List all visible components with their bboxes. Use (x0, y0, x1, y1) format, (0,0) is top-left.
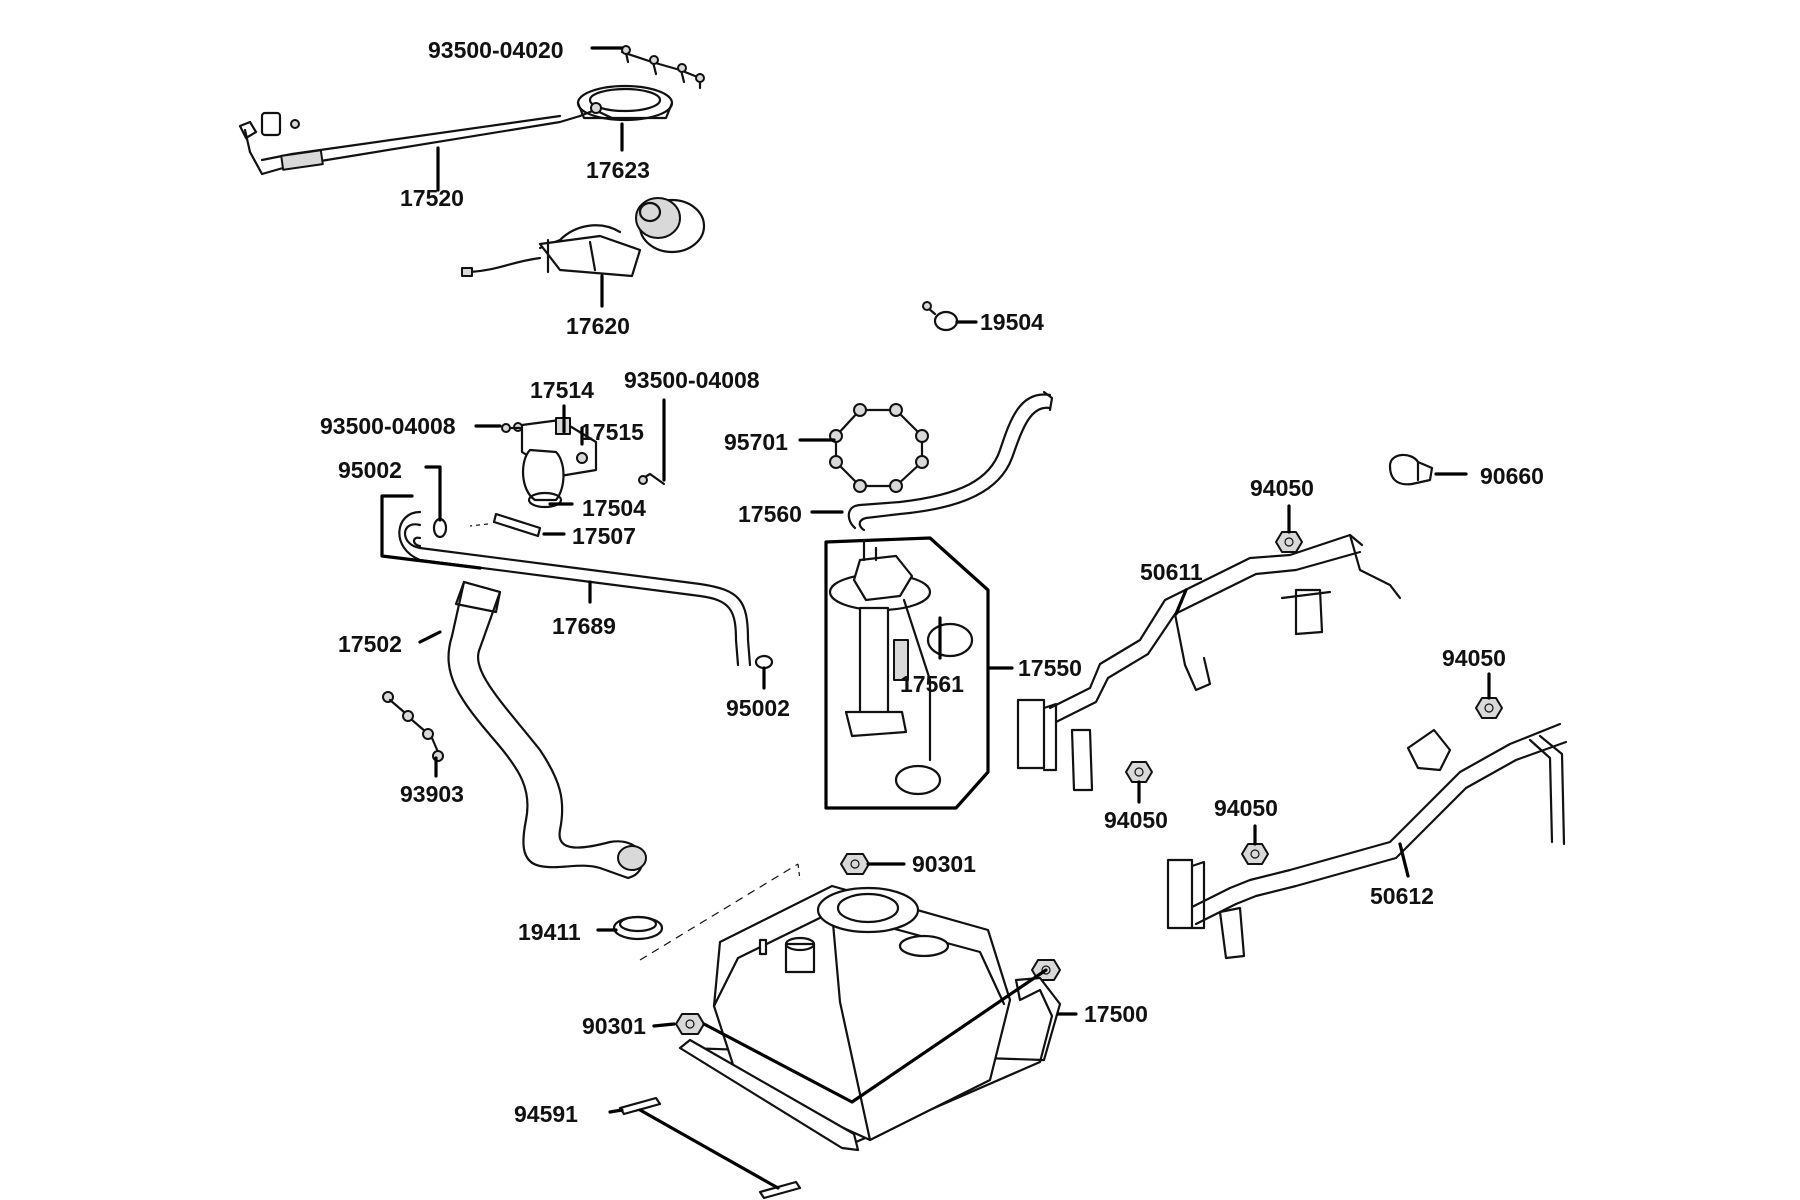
cable-17520 (238, 102, 614, 176)
callout-94050-a: 94050 (1250, 475, 1314, 501)
callout-93903: 93903 (400, 781, 464, 807)
callout-17689: 17689 (552, 613, 616, 639)
clamp-90660 (1388, 453, 1434, 486)
callout-95701: 95701 (724, 429, 788, 455)
filler-ring-17623 (576, 84, 674, 122)
leader-lines (380, 46, 1491, 1190)
fuel-tank-17500 (678, 884, 1062, 1152)
bolt-ring-95701 (829, 403, 929, 493)
callout-90301-b: 90301 (582, 1013, 646, 1039)
nut-94050-b (1475, 697, 1503, 719)
callout-19411: 19411 (518, 919, 581, 945)
callout-17515: 17515 (580, 419, 644, 445)
hose-17689 (398, 510, 752, 667)
callout-17620: 17620 (566, 313, 630, 339)
callout-50611: 50611 (1140, 559, 1203, 585)
fuel-cap-assembly-17620 (461, 197, 706, 278)
bolt-set-93500-04020 (620, 45, 705, 90)
callout-17500: 17500 (1084, 1001, 1148, 1027)
callout-93500-04008-right: 93500-04008 (624, 367, 760, 393)
callout-17504: 17504 (582, 495, 646, 521)
fuel-pump-module-17550 (824, 536, 990, 810)
screw-93500-04008-left (501, 423, 522, 433)
nut-90301-b (675, 1013, 705, 1035)
callout-17520: 17520 (400, 185, 464, 211)
nut-94050-d (1241, 843, 1269, 865)
clamp-95002-left (432, 517, 448, 539)
clamp-19411 (612, 915, 664, 941)
callout-90660: 90660 (1480, 463, 1544, 489)
clip-19504 (922, 301, 959, 332)
valve-assembly-17515 (513, 417, 598, 509)
callout-50612: 50612 (1370, 883, 1434, 909)
callout-17623: 17623 (586, 157, 650, 183)
callout-94050-d: 94050 (1214, 795, 1278, 821)
clamp-95002-right (754, 654, 774, 670)
pin-17507 (492, 512, 542, 538)
nut-94050-c (1125, 761, 1153, 783)
callout-17502: 17502 (338, 631, 402, 657)
filler-hose-17502 (447, 580, 647, 880)
callout-93500-04008-left: 93500-04008 (320, 413, 456, 439)
strap-94591-a (618, 1096, 662, 1116)
frame-bracket-50612 (1166, 722, 1568, 960)
screw-93500-04008-right (638, 472, 666, 486)
callout-17560: 17560 (738, 501, 802, 527)
callout-17550: 17550 (1018, 655, 1082, 681)
callout-90301-a: 90301 (912, 851, 976, 877)
callout-94050-c: 94050 (1104, 807, 1168, 833)
callout-94591: 94591 (514, 1101, 578, 1127)
strap-94591-b (758, 1180, 802, 1200)
callout-95002-right: 95002 (726, 695, 790, 721)
hose-17560 (847, 390, 1054, 532)
callout-17561: 17561 (900, 671, 964, 697)
callout-17514: 17514 (530, 377, 594, 403)
callout-93500-04020: 93500-04020 (428, 37, 564, 63)
nut-90301-a (840, 853, 870, 875)
callout-95002-left: 95002 (338, 457, 402, 483)
nut-94050-a (1275, 531, 1303, 553)
screw-set-93903 (382, 691, 444, 762)
frame-bracket-50611 (1016, 533, 1402, 792)
callout-17507: 17507 (572, 523, 636, 549)
callout-94050-b: 94050 (1442, 645, 1506, 671)
callout-19504: 19504 (980, 309, 1044, 335)
